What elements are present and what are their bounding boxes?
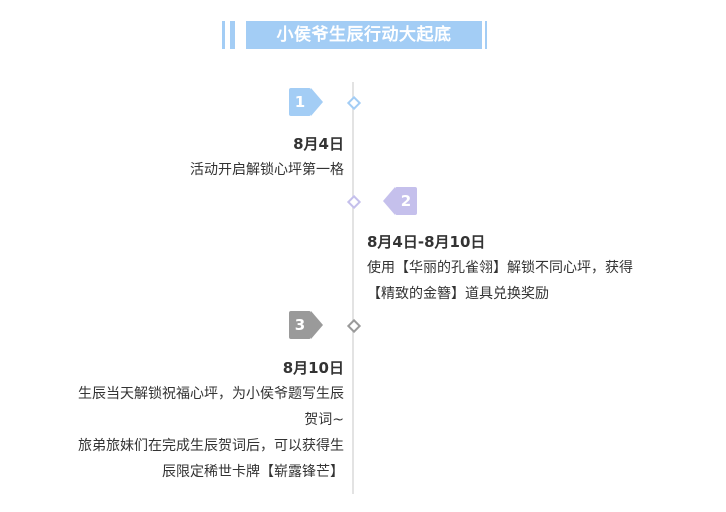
- step-desc: 贺词~: [304, 412, 344, 428]
- timeline-line: [352, 82, 354, 494]
- arrow-right-icon: [311, 88, 323, 116]
- step-desc: 活动开启解锁心坪第一格: [190, 162, 344, 178]
- step-date: 8月10日: [282, 359, 344, 377]
- diamond-marker-icon: [346, 318, 362, 334]
- step-number: 2: [395, 187, 417, 215]
- step-desc: 使用【华丽的孔雀翎】解锁不同心坪，获得: [367, 260, 633, 276]
- step-desc: 旅弟旅妹们在完成生辰贺词后，可以获得生: [78, 438, 344, 454]
- step-number: 3: [289, 311, 311, 339]
- step-desc: 辰限定稀世卡牌【崭露锋芒】: [162, 464, 344, 480]
- step-3-content: 8月10日 生辰当天解锁祝福心坪，为小侯爷题写生辰 贺词~ 旅弟旅妹们在完成生辰…: [10, 355, 344, 485]
- step-1-content: 8月4日 活动开启解锁心坪第一格: [40, 131, 344, 183]
- title-decor-bar: [222, 21, 225, 49]
- arrow-left-icon: [383, 187, 395, 215]
- step-number: 1: [289, 88, 311, 116]
- title-decor-bar: [485, 21, 487, 49]
- title-decor-bar: [230, 21, 235, 49]
- arrow-right-icon: [311, 311, 323, 339]
- step-date: 8月4日-8月10日: [367, 233, 486, 251]
- diamond-marker-icon: [346, 95, 362, 111]
- step-date: 8月4日: [293, 135, 344, 153]
- page-title: 小侯爷生辰行动大起底: [246, 21, 482, 49]
- step-desc: 生辰当天解锁祝福心坪，为小侯爷题写生辰: [78, 386, 344, 402]
- step-desc: 【精致的金簪】道具兑换奖励: [367, 286, 549, 302]
- diamond-marker-icon: [346, 194, 362, 210]
- step-2-content: 8月4日-8月10日 使用【华丽的孔雀翎】解锁不同心坪，获得 【精致的金簪】道具…: [367, 229, 717, 307]
